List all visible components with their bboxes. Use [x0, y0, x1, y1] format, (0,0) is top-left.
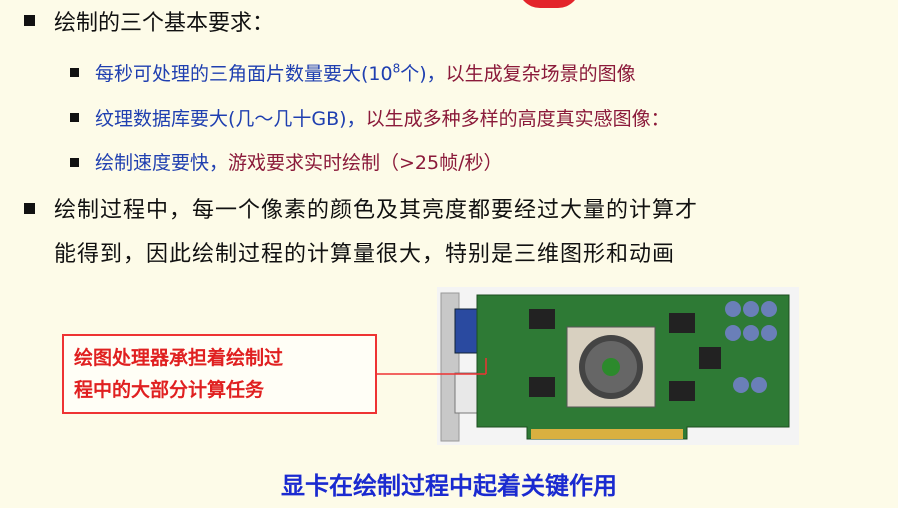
bullet-square [24, 15, 35, 26]
sub-bullet-3: 绘制速度要快，游戏要求实时绘制（>25帧/秒） [95, 148, 503, 175]
sub-bullet-1-exponent: 8 [392, 61, 401, 76]
sub-bullet-1-maroon: 以生成复杂场景的图像 [445, 63, 636, 85]
top-red-shape [518, 0, 580, 8]
callout-line-2: 程中的大部分计算任务 [74, 379, 265, 401]
sub-bullet-3-maroon: 游戏要求实时绘制（>25帧/秒） [228, 152, 503, 174]
bullet-2-line-2: 能得到，因此绘制过程的计算量很大，特别是三维图形和动画 [54, 242, 676, 267]
bottom-caption: 显卡在绘制过程中起着关键作用 [281, 472, 617, 500]
graphics-card-image [437, 287, 799, 445]
sub-bullet-1-blue: 每秒可处理的三角面片数量要大(10 [95, 63, 393, 85]
callout-pointer-line [376, 358, 487, 375]
sub-bullet-2: 纹理数据库要大(几～几十GB)，以生成多种多样的高度真实感图像： [95, 104, 670, 131]
sub-bullet-square [70, 113, 79, 122]
gpu-callout-box: 绘图处理器承担着绘制过 程中的大部分计算任务 [62, 334, 377, 414]
sub-bullet-1-blue-end: 个)， [400, 63, 446, 85]
callout-line-1: 绘图处理器承担着绘制过 [74, 347, 284, 369]
bullet-1-text: 绘制的三个基本要求： [54, 11, 275, 36]
sub-bullet-square [70, 68, 79, 77]
sub-bullet-2-maroon: 以生成多种多样的高度真实感图像： [365, 108, 670, 130]
sub-bullet-square [70, 158, 79, 167]
bullet-square [24, 203, 35, 214]
sub-bullet-3-blue: 绘制速度要快， [95, 152, 229, 174]
bullet-2-line-1: 绘制过程中，每一个像素的颜色及其亮度都要经过大量的计算才 [54, 198, 699, 223]
sub-bullet-2-blue: 纹理数据库要大(几～几十GB)， [95, 108, 366, 130]
sub-bullet-1: 每秒可处理的三角面片数量要大(108个)，以生成复杂场景的图像 [95, 59, 636, 86]
